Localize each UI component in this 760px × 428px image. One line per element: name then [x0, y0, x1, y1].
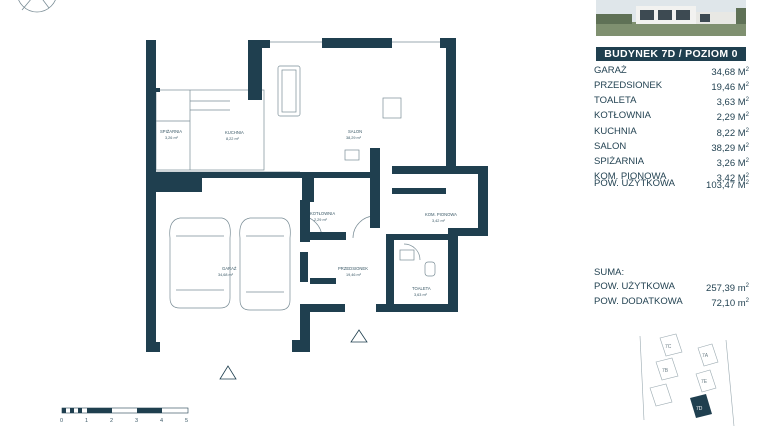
unit-sup: 2	[745, 283, 749, 289]
unit-sup: 2	[745, 97, 749, 104]
keyplan-label-7d: 7D	[696, 406, 703, 412]
site-key-plan: 7C 7A 7B 7E 7D	[610, 330, 750, 428]
room-row: PRZEDSIONEK 19,46 m2	[594, 79, 749, 94]
label-toaleta-area: 3,63 m²	[414, 293, 428, 297]
unit-sup: 2	[745, 82, 749, 89]
keyplan-label-7b: 7B	[662, 368, 669, 374]
label-kom-pionowa-area: 3,42 m²	[432, 219, 446, 223]
room-area: 8,22 m	[716, 127, 746, 139]
label-spizarnia: SPIŻARNIA	[160, 129, 182, 134]
label-toaleta: TOALETA	[412, 286, 431, 291]
sum-value: 257,39 m	[706, 283, 746, 295]
unit-sup: 2	[745, 112, 749, 119]
label-przedsionek-area: 19,46 m²	[346, 273, 362, 277]
label-kom-pionowa: KOM. PIONOWA	[425, 212, 457, 217]
room-row: SPIŻARNIA 3,26 m2	[594, 155, 749, 170]
room-name: KOM. PIONOWA	[594, 171, 667, 183]
sum-name: POW. UŻYTKOWA	[594, 281, 675, 292]
sum-row: POW. UŻYTKOWA 257,39 m2	[594, 280, 749, 295]
usable-area-label: POW. UŻYTKOWA	[594, 178, 675, 189]
unit-sup: 2	[745, 157, 749, 164]
entrance-marker	[350, 329, 368, 343]
keyplan-label-7e: 7E	[701, 379, 708, 385]
room-area: 38,29 m	[711, 142, 746, 154]
unit-sup: 2	[745, 67, 749, 73]
scale-tick-5: 5	[185, 418, 188, 424]
label-spizarnia-area: 3,26 m²	[165, 136, 179, 140]
room-row: GARAŻ 34,68 m2	[594, 64, 749, 79]
room-row: SALON 38,29 m2	[594, 140, 749, 155]
sum-row: POW. DODATKOWA 72,10 m2	[594, 295, 749, 310]
room-area: 2,29 m	[716, 112, 746, 124]
usable-area-total: POW. UŻYTKOWA 103,47 m2	[594, 177, 749, 192]
keyplan-label-7a: 7A	[702, 353, 709, 359]
room-row: KOM. PIONOWA 3,42 m2	[594, 170, 749, 185]
room-area: 3,63 m	[716, 97, 746, 109]
room-area: 3,26 m	[716, 158, 746, 170]
room-name: KOTŁOWNIA	[594, 110, 652, 122]
scale-tick-1: 1	[85, 418, 88, 424]
floor-plan-drawing: SPIŻARNIA 3,26 m² KUCHNIA 8,22 m² SALON …	[18, 0, 488, 424]
room-name: GARAŻ	[594, 65, 627, 76]
unit-sup: 2	[745, 298, 749, 305]
scale-bar: 0 1 2 3 4 5	[60, 407, 189, 424]
label-salon: SALON	[348, 129, 362, 134]
sum-label: SUMA:	[594, 267, 625, 278]
label-kuchnia: KUCHNIA	[225, 130, 244, 135]
label-przedsionek: PRZEDSIONEK	[338, 266, 368, 271]
unit-sup: 2	[745, 127, 749, 134]
room-name: PRZEDSIONEK	[594, 80, 663, 92]
label-garaz: GARAŻ	[222, 266, 237, 271]
keyplan-label-7c: 7C	[665, 344, 672, 350]
label-kotlownia: KOTŁOWNIA	[310, 211, 335, 216]
room-area: 19,46 m	[711, 82, 746, 94]
room-area: 34,68 m	[711, 67, 746, 79]
building-title: BUDYNEK 7D / POZIOM 0	[596, 47, 746, 61]
room-labels: SPIŻARNIA 3,26 m² KUCHNIA 8,22 m² SALON …	[160, 129, 457, 297]
scale-tick-2: 2	[110, 418, 113, 424]
building-photo	[596, 0, 746, 36]
label-garaz-area: 34,68 m²	[218, 273, 234, 277]
scale-tick-0: 0	[60, 418, 63, 424]
floor-plan: SPIŻARNIA 3,26 m² KUCHNIA 8,22 m² SALON …	[18, 0, 488, 424]
walls	[146, 38, 488, 352]
room-row: KUCHNIA 8,22 m2	[594, 125, 749, 140]
room-name: KUCHNIA	[594, 125, 637, 137]
room-name: SPIŻARNIA	[594, 155, 645, 167]
scale-tick-3: 3	[135, 418, 138, 424]
label-kotlownia-area: 2,29 m²	[314, 218, 328, 222]
room-area: 3,42 m	[716, 173, 746, 185]
room-row: TOALETA 3,63 m2	[594, 94, 749, 109]
compass	[18, 0, 56, 13]
sum-name: POW. DODATKOWA	[594, 296, 683, 308]
unit-sup: 2	[745, 142, 749, 149]
room-row: KOTŁOWNIA 2,29 m2	[594, 109, 749, 124]
garage-entrance-marker	[219, 365, 237, 380]
sum-value: 72,10 m	[711, 298, 746, 310]
room-name: SALON	[594, 140, 627, 152]
usable-area-value: 103,47 m	[706, 180, 746, 192]
unit-sup: 2	[745, 180, 749, 186]
label-kuchnia-area: 8,22 m²	[226, 137, 240, 141]
label-salon-area: 38,29 m²	[346, 136, 362, 140]
unit-sup: 2	[745, 173, 749, 180]
room-name: TOALETA	[594, 95, 637, 107]
scale-tick-4: 4	[160, 418, 163, 424]
